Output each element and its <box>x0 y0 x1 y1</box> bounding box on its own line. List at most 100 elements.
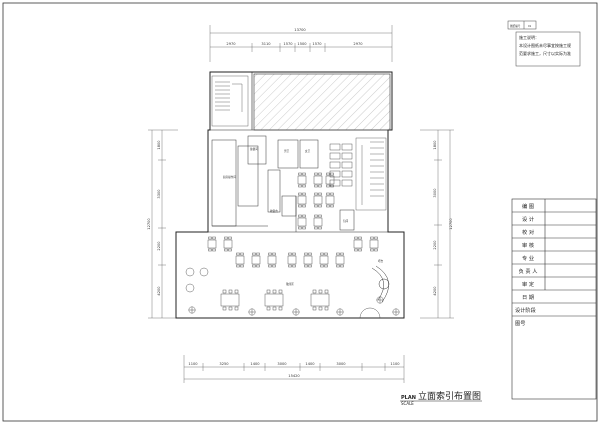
room-label-dining: 散座区 <box>286 282 294 286</box>
right-dim-overall: 12700 <box>449 218 453 230</box>
chair <box>302 172 306 176</box>
chair <box>298 226 302 230</box>
chair <box>228 289 233 294</box>
bottom-dim-seg-1: 1100 <box>188 362 198 366</box>
top-dim-seg-4: 1500 <box>297 42 307 46</box>
tb-row-review: 审 核 <box>522 241 534 249</box>
dining-table-small <box>325 195 335 205</box>
left-dim-seg-3: 2200 <box>157 241 161 251</box>
bottom-dim-seg-5: 1400 <box>305 362 315 366</box>
chair <box>234 289 239 294</box>
dining-table-small <box>369 239 379 249</box>
chair <box>288 264 292 268</box>
dining-table-small <box>223 239 233 249</box>
planter-leaves <box>189 307 195 313</box>
chair <box>318 192 322 196</box>
chair <box>326 184 330 188</box>
left-dimension-chain <box>148 129 178 319</box>
tb-row-drawing-no: 图号 <box>515 320 525 327</box>
chair <box>266 306 271 311</box>
booth-seat <box>341 152 353 160</box>
chair <box>320 252 324 256</box>
dining-table-small <box>353 239 363 249</box>
chair <box>336 264 340 268</box>
notes-panel <box>507 20 581 67</box>
dining-table-small <box>313 175 323 185</box>
tb-row-check: 校 对 <box>522 228 534 236</box>
chair <box>318 204 322 208</box>
room-label-private-room: 包间 <box>343 219 349 223</box>
chair <box>224 248 228 252</box>
chair <box>324 289 329 294</box>
room-label-prep: 备餐间 <box>250 147 258 151</box>
chair <box>324 252 328 256</box>
chair <box>298 214 302 218</box>
bottom-dim-seg-4: 3000 <box>277 362 287 366</box>
top-dim-seg-2: 3110 <box>261 42 271 46</box>
chair <box>354 248 358 252</box>
tb-row-lead: 负 责 人 <box>519 267 538 275</box>
interior-partitions <box>211 135 355 232</box>
right-dim-seg-4: 4200 <box>433 286 437 296</box>
chair <box>224 236 228 240</box>
chair <box>266 289 271 294</box>
plan-label: PLAN <box>401 395 416 401</box>
chair <box>326 172 330 176</box>
planter-leaves <box>293 309 299 315</box>
dining-table-small <box>287 255 297 265</box>
chair <box>308 252 312 256</box>
dining-table-small <box>313 195 323 205</box>
booth-seat <box>329 152 341 160</box>
right-dim-seg-3: 2200 <box>433 240 437 250</box>
booth-seat <box>341 179 353 187</box>
planter-leaves <box>377 297 383 303</box>
dining-table-small <box>335 255 345 265</box>
right-dim-seg-1: 1800 <box>433 140 437 150</box>
chair <box>256 264 260 268</box>
chair <box>312 306 317 311</box>
chair <box>268 252 272 256</box>
tb-row-stage: 设计阶段 <box>515 306 536 314</box>
top-dim-seg-5: 1570 <box>312 42 322 46</box>
planter-leaves <box>249 309 255 315</box>
chair <box>208 248 212 252</box>
right-dim-seg-2: 3000 <box>433 188 437 198</box>
chair <box>318 226 322 230</box>
chair <box>272 264 276 268</box>
booth-seat <box>329 143 341 151</box>
chair <box>336 252 340 256</box>
bottom-dim-seg-6: 3000 <box>336 362 346 366</box>
chair <box>302 184 306 188</box>
chair <box>374 236 378 240</box>
bottom-dim-seg-7: 1100 <box>390 362 400 366</box>
planter <box>248 308 256 316</box>
notes-line-1: 施工说明： <box>519 34 539 40</box>
chair <box>292 264 296 268</box>
title-block <box>511 198 597 400</box>
chair <box>212 248 216 252</box>
dining-table-small <box>235 255 245 265</box>
furniture-layer <box>185 143 400 316</box>
room-label-womens-wc: 女卫 <box>305 149 311 153</box>
chair <box>314 226 318 230</box>
chair <box>252 252 256 256</box>
chair <box>228 248 232 252</box>
tb-row-date: 日 期 <box>522 294 534 301</box>
chair <box>318 184 322 188</box>
chair <box>302 192 306 196</box>
right-dimension-chain <box>420 129 454 319</box>
stair-right <box>355 137 387 211</box>
tb-row-design: 设 计 <box>522 215 534 223</box>
chair <box>288 252 292 256</box>
chair <box>302 204 306 208</box>
bar-counter <box>371 265 390 303</box>
booth-seat <box>341 143 353 151</box>
chair <box>324 306 329 311</box>
room-label-kitchen: 厨房操作间 <box>223 175 236 179</box>
chair <box>304 264 308 268</box>
notes-line-3: 范要求施工，尺寸以实际为准 <box>519 50 571 56</box>
dining-table-small <box>297 195 307 205</box>
chair <box>314 214 318 218</box>
dining-table-small <box>251 255 261 265</box>
chair <box>272 252 276 256</box>
